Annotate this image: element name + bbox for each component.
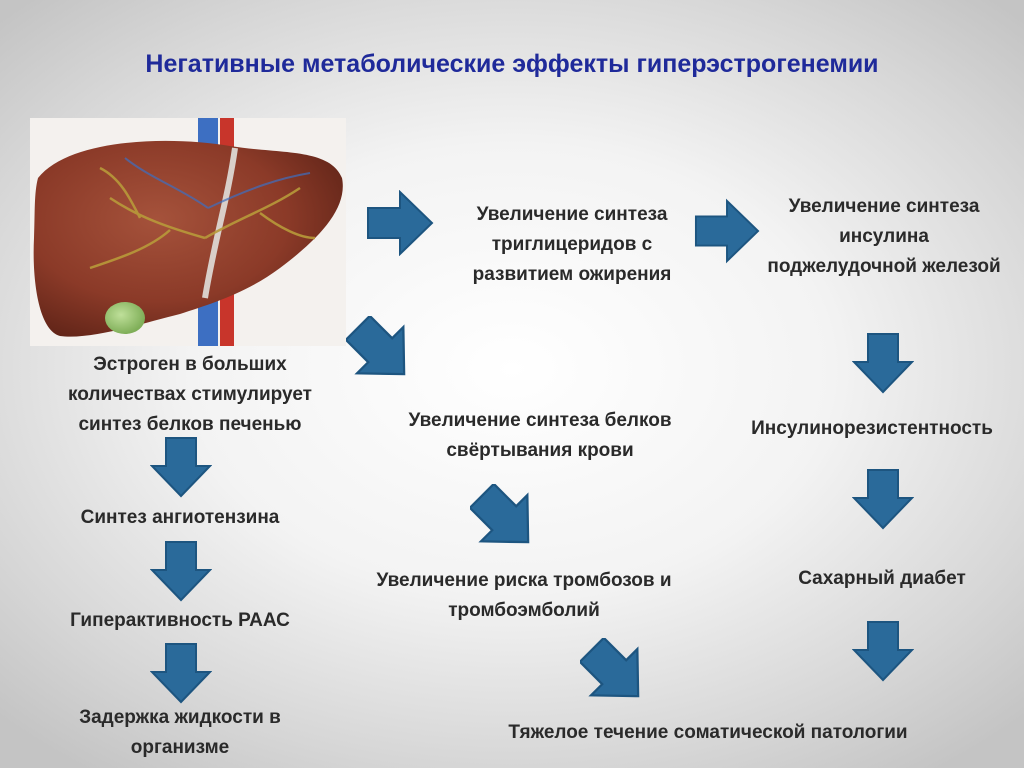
arrow-liver-to-triglycerides — [366, 190, 434, 256]
arrow-raas-to-fluid — [150, 642, 212, 704]
node-angiotensin: Синтез ангиотензина — [80, 507, 280, 528]
arrow-thrombosis-to-severe — [580, 638, 650, 708]
arrow-diabetes-to-severe — [852, 620, 914, 682]
node-severe-pathology: Тяжелое течение соматической патологии — [508, 722, 908, 743]
arrow-clotting-to-thrombosis — [470, 484, 540, 554]
node-diabetes: Сахарный диабет — [798, 568, 966, 589]
arrow-estrogen-to-angiotensin — [150, 436, 212, 498]
node-insulin-resistance: Инсулинорезистентность — [751, 418, 993, 439]
arrow-resistance-to-diabetes — [852, 468, 914, 530]
arrow-insulin-to-resistance — [852, 332, 914, 394]
slide-title: Негативные метаболические эффекты гиперэ… — [145, 50, 879, 78]
arrow-triglycerides-to-insulin — [694, 198, 760, 264]
node-fluid-retention: Задержка жидкости в организме — [79, 707, 281, 758]
node-estrogen: Эстроген в больших количествах стимулиру… — [68, 354, 312, 435]
node-insulin-synthesis: Увеличение синтеза инсулина поджелудочно… — [767, 196, 1001, 277]
node-clotting-proteins: Увеличение синтеза белков свёртывания кр… — [408, 410, 672, 461]
liver-illustration — [30, 118, 346, 346]
arrow-angiotensin-to-raas — [150, 540, 212, 602]
node-triglycerides: Увеличение синтеза триглицеридов с разви… — [472, 204, 672, 285]
node-thrombosis: Увеличение риска тромбозов и тромбоэмбол… — [376, 570, 672, 621]
node-raas: Гиперактивность РААС — [70, 610, 290, 631]
arrow-liver-to-clotting — [346, 316, 416, 386]
